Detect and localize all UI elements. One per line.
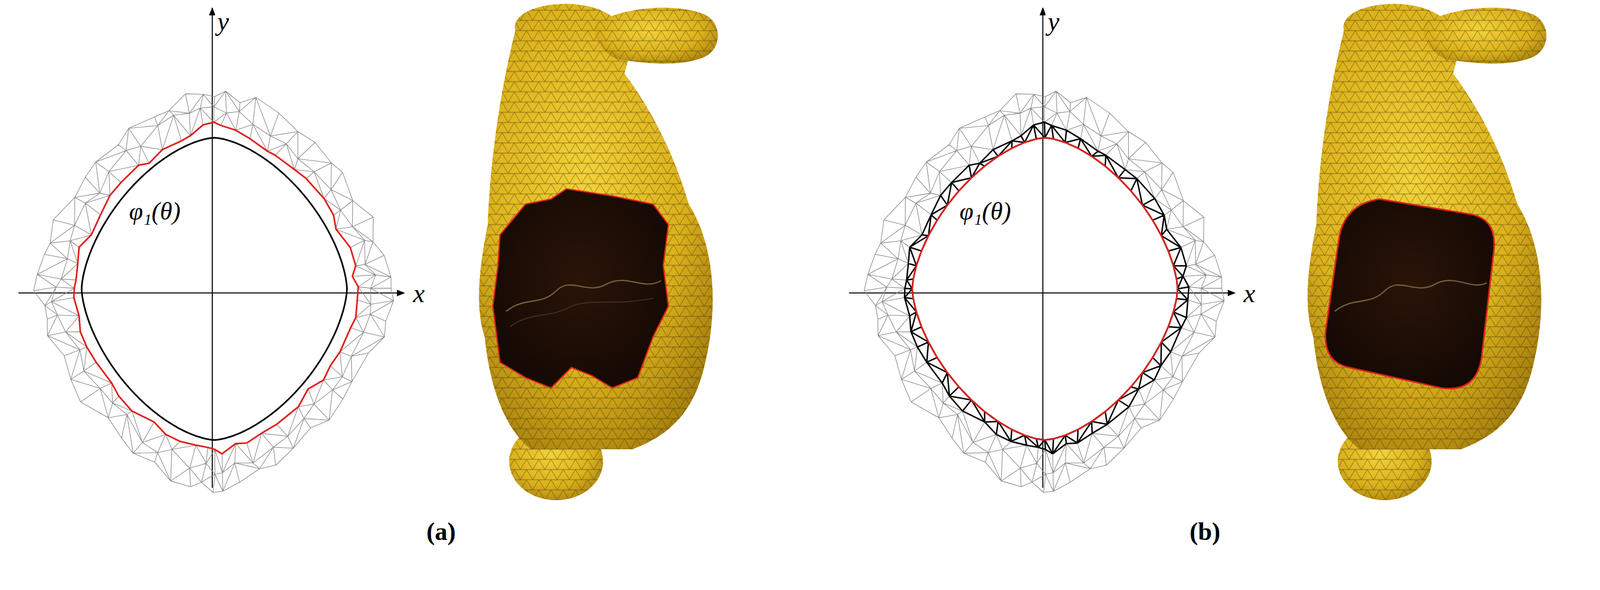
target-curve xyxy=(912,137,1178,440)
curve-label: φ₁(θ) xyxy=(126,198,184,226)
curve-label: φ₁(θ) xyxy=(957,198,1014,226)
axis-label: x xyxy=(1241,279,1258,309)
axis-label: x xyxy=(410,279,427,309)
axis-label: y xyxy=(1045,7,1062,37)
mesh-lines xyxy=(33,91,394,493)
panel-label: (b) xyxy=(1187,518,1223,546)
axis-label: y xyxy=(215,7,232,37)
target-curve xyxy=(81,137,347,440)
mesh-lines xyxy=(864,91,1224,493)
new-triangles xyxy=(904,122,1190,455)
panel-label: (a) xyxy=(424,518,458,546)
hole-boundary xyxy=(73,122,359,455)
